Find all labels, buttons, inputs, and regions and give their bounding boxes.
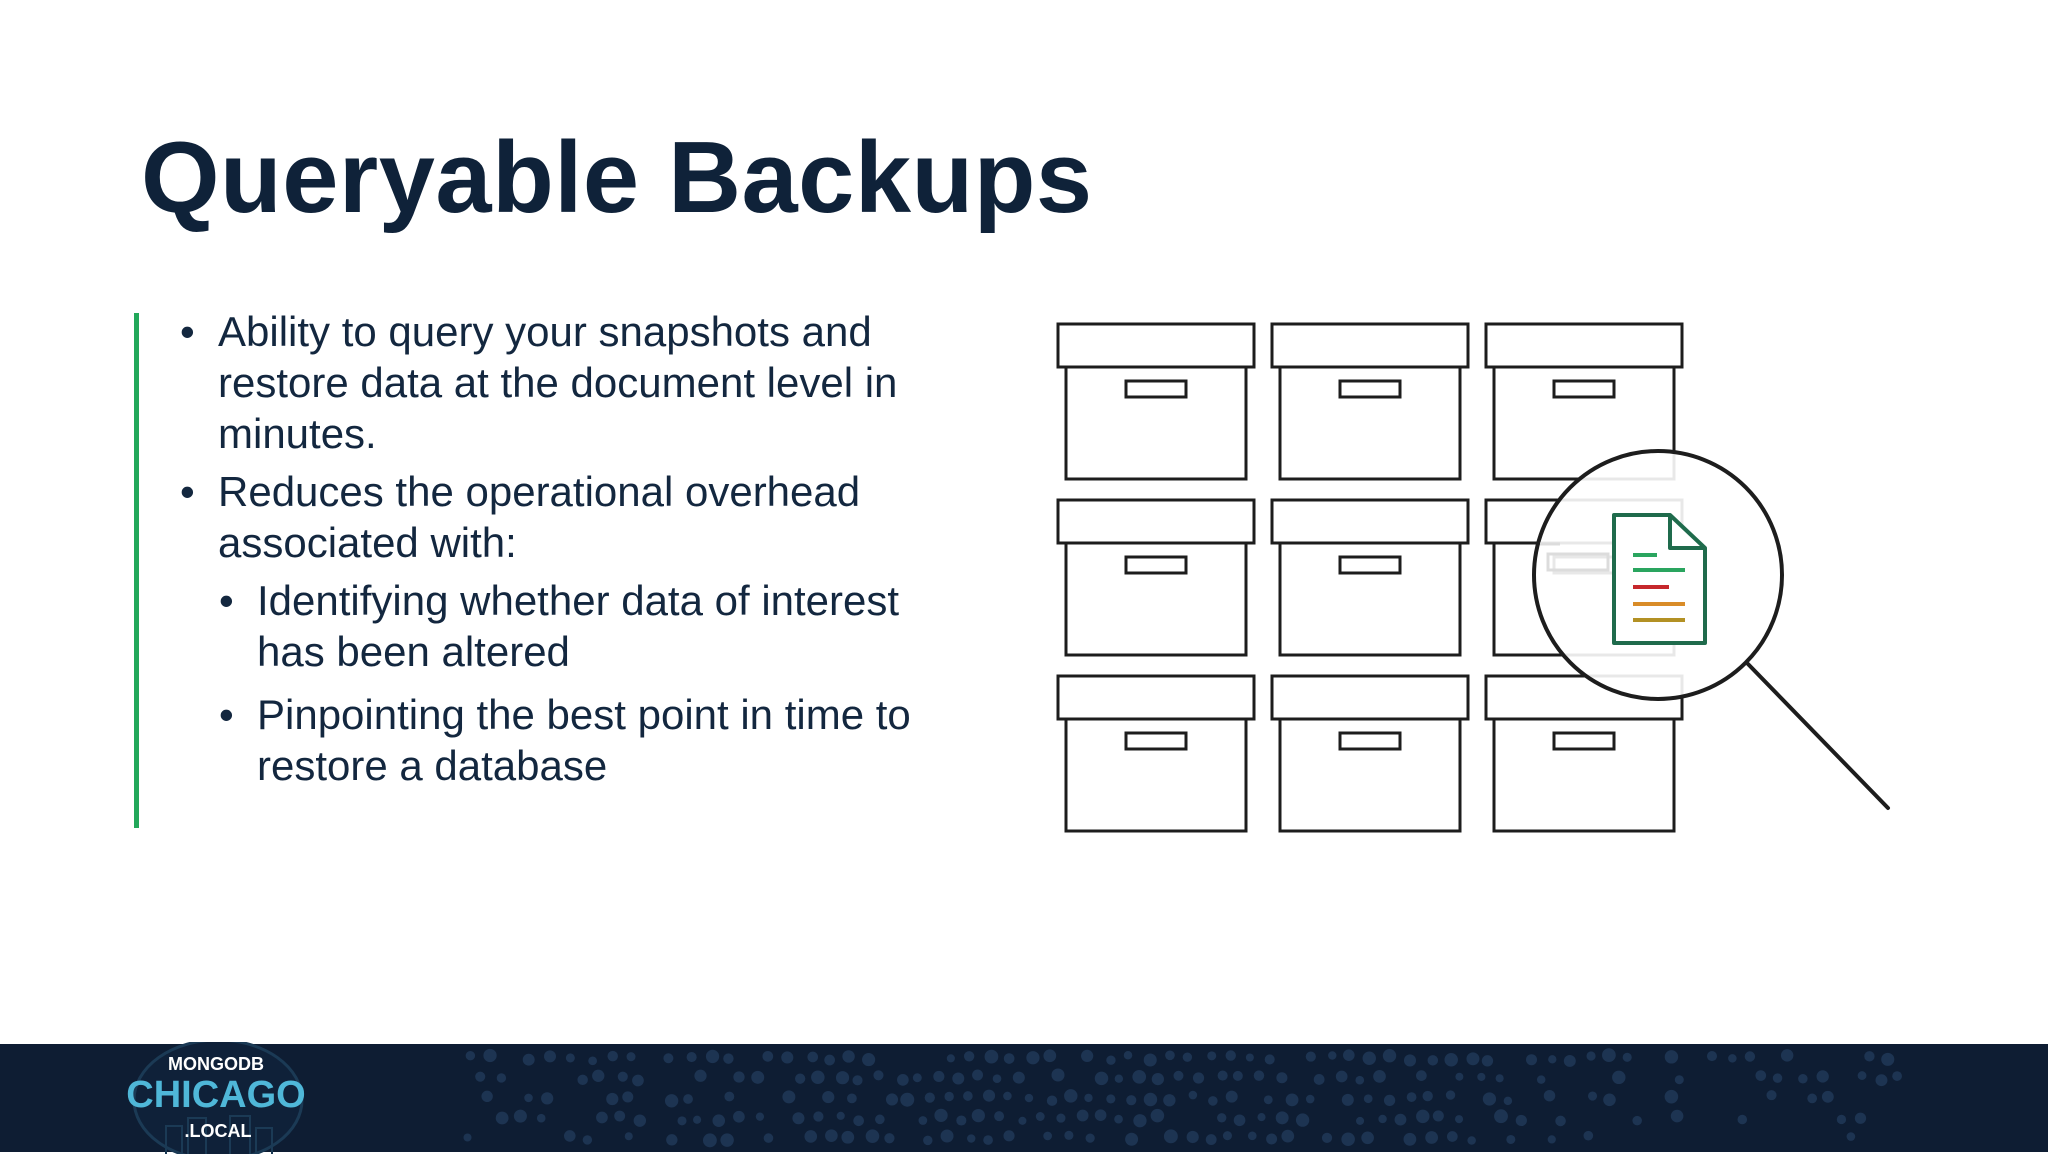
accent-bar	[134, 313, 139, 828]
logo-line-2: CHICAGO	[126, 1074, 305, 1116]
bullet-marker: •	[219, 691, 234, 738]
bullet-marker: •	[180, 468, 195, 515]
footer-bar	[0, 1044, 2048, 1152]
archive-box-icon	[1056, 322, 1256, 481]
bullet-list: • Ability to query your snapshots and re…	[180, 306, 960, 803]
footer-pattern	[463, 1048, 1902, 1148]
sub-bullet-text: Pinpointing the best point in time to re…	[257, 691, 911, 789]
archive-box-icon	[1270, 498, 1470, 657]
archive-box-icon	[1270, 322, 1470, 481]
bullet-item: • Ability to query your snapshots and re…	[180, 306, 960, 459]
sub-bullet-item: • Identifying whether data of interest h…	[219, 575, 960, 677]
archive-box-icon	[1270, 674, 1470, 833]
slide-title: Queryable Backups	[141, 122, 1093, 234]
backups-illustration	[1056, 322, 1890, 833]
sub-bullet-text: Identifying whether data of interest has…	[257, 577, 900, 675]
mongodb-chicago-local-logo: MONGODB CHICAGO .LOCAL	[126, 1042, 306, 1154]
bullet-marker: •	[219, 577, 234, 624]
document-icon	[1612, 513, 1707, 645]
sub-bullet-item: • Pinpointing the best point in time to …	[219, 689, 960, 791]
bullet-text: Reduces the operational overhead associa…	[218, 468, 861, 566]
archive-box-icon	[1056, 674, 1256, 833]
bullet-item: • Reduces the operational overhead assoc…	[180, 466, 960, 568]
archive-box-icon	[1056, 498, 1256, 657]
bullet-text: Ability to query your snapshots and rest…	[218, 308, 898, 457]
bullet-marker: •	[180, 308, 195, 355]
logo-line-3: .LOCAL	[185, 1121, 252, 1141]
logo-line-1: MONGODB	[168, 1054, 264, 1074]
